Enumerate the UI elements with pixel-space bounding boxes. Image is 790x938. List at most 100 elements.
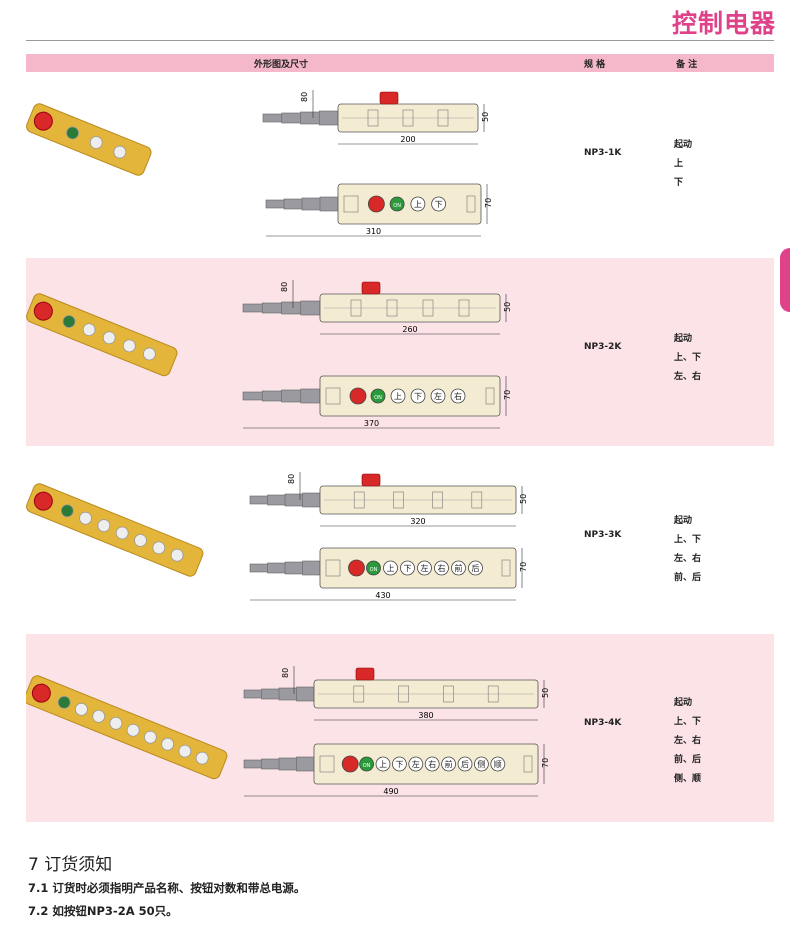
push-button: 左 (408, 756, 424, 772)
stop-button-icon (349, 387, 367, 405)
push-button: 下 (400, 560, 415, 576)
cable-gland (243, 756, 316, 772)
cable-height-label: 80 (300, 92, 309, 102)
brand-title: 控制电器 (671, 9, 776, 38)
note-item: 下 (674, 178, 684, 188)
col-notes-header: 备 注 (676, 60, 698, 70)
note-item: 左、右 (674, 554, 702, 564)
cable-gland (262, 110, 340, 126)
notes-list: 起动上下 (674, 136, 692, 193)
cable-gland (242, 388, 322, 404)
side-tab (780, 248, 790, 312)
note-item: 上、下 (674, 535, 702, 545)
note-item: 左、右 (674, 372, 702, 382)
bottom-height-label: 70 (541, 758, 550, 768)
product-photo (26, 675, 228, 780)
push-button: 上 (410, 196, 426, 212)
bottom-height-label: 70 (484, 198, 493, 208)
cable-height-label: 80 (287, 474, 296, 484)
model-code: NP3-4K (584, 718, 622, 728)
cable-gland (249, 492, 322, 508)
header-rule (26, 40, 774, 41)
button-label: 右 (438, 563, 446, 573)
push-button: ON (366, 560, 381, 576)
button-label: ON (393, 203, 401, 209)
product-photo (26, 483, 204, 577)
push-button: 右 (434, 560, 449, 576)
top-height-label: 50 (503, 302, 512, 312)
button-label: 左 (434, 391, 442, 401)
push-button: 右 (450, 388, 466, 404)
button-label: 下 (404, 564, 412, 573)
order-note-1: 7.1 订货时必须指明产品名称、按钮对数和带总电源。 (28, 881, 306, 895)
product-photo (26, 103, 152, 176)
button-label: 上 (394, 392, 402, 401)
push-button: 左 (417, 560, 432, 576)
note-item: 前、后 (674, 755, 702, 765)
push-button: 上 (383, 560, 398, 576)
button-label: ON (363, 763, 371, 769)
button-label: 左 (412, 759, 420, 769)
button-label: 下 (435, 200, 443, 209)
cable-gland (265, 196, 340, 212)
cable-gland (249, 560, 322, 576)
order-note-2: 7.2 如按钮NP3-2A 50只。 (28, 904, 178, 918)
bottom-length-label: 310 (366, 227, 381, 236)
top-height-label: 50 (481, 112, 490, 122)
section-title: 7 订货须知 (28, 855, 113, 875)
top-length-label: 320 (410, 517, 425, 526)
button-label: 上 (379, 760, 387, 769)
col-drawing-header: 外形图及尺寸 (254, 60, 309, 70)
push-button: ON (370, 388, 386, 404)
stop-button-icon (367, 195, 385, 213)
button-label: 顺 (494, 760, 502, 769)
note-item: 起动 (674, 516, 693, 526)
cable-gland (243, 686, 316, 702)
note-item: 起动 (674, 698, 693, 708)
push-button: 顺 (490, 756, 506, 772)
push-button: 左 (430, 388, 446, 404)
stop-button-icon (348, 559, 365, 577)
notes-list: 起动上、下左、右前、后侧、顺 (674, 694, 701, 789)
model-code: NP3-2K (584, 342, 622, 352)
bottom-length-label: 490 (383, 787, 398, 796)
note-item: 侧、顺 (674, 774, 702, 784)
cable-height-label: 80 (281, 668, 290, 678)
note-item: 左、右 (674, 736, 702, 746)
button-label: 下 (414, 392, 422, 401)
cable-height-label: 80 (280, 282, 289, 292)
push-button: 前 (451, 560, 466, 576)
push-button: 上 (375, 756, 391, 772)
button-label: ON (370, 567, 378, 573)
bottom-length-label: 370 (364, 419, 379, 428)
note-item: 起动 (674, 140, 693, 150)
button-label: 后 (472, 563, 480, 573)
button-label: 侧 (477, 759, 485, 769)
bottom-height-label: 70 (519, 562, 528, 572)
product-photo (26, 293, 178, 377)
button-label: 右 (454, 391, 462, 401)
top-height-label: 50 (541, 688, 550, 698)
push-button: 侧 (473, 756, 489, 772)
stop-button-icon (341, 755, 359, 773)
table-header: 外形图及尺寸 规 格 备 注 (26, 54, 774, 72)
note-item: 上、下 (674, 353, 702, 363)
push-button: 后 (457, 756, 473, 772)
push-button: ON (389, 196, 405, 212)
notes-list: 起动上、下左、右前、后 (674, 512, 701, 588)
button-label: 前 (445, 759, 453, 769)
button-label: 前 (455, 563, 463, 573)
